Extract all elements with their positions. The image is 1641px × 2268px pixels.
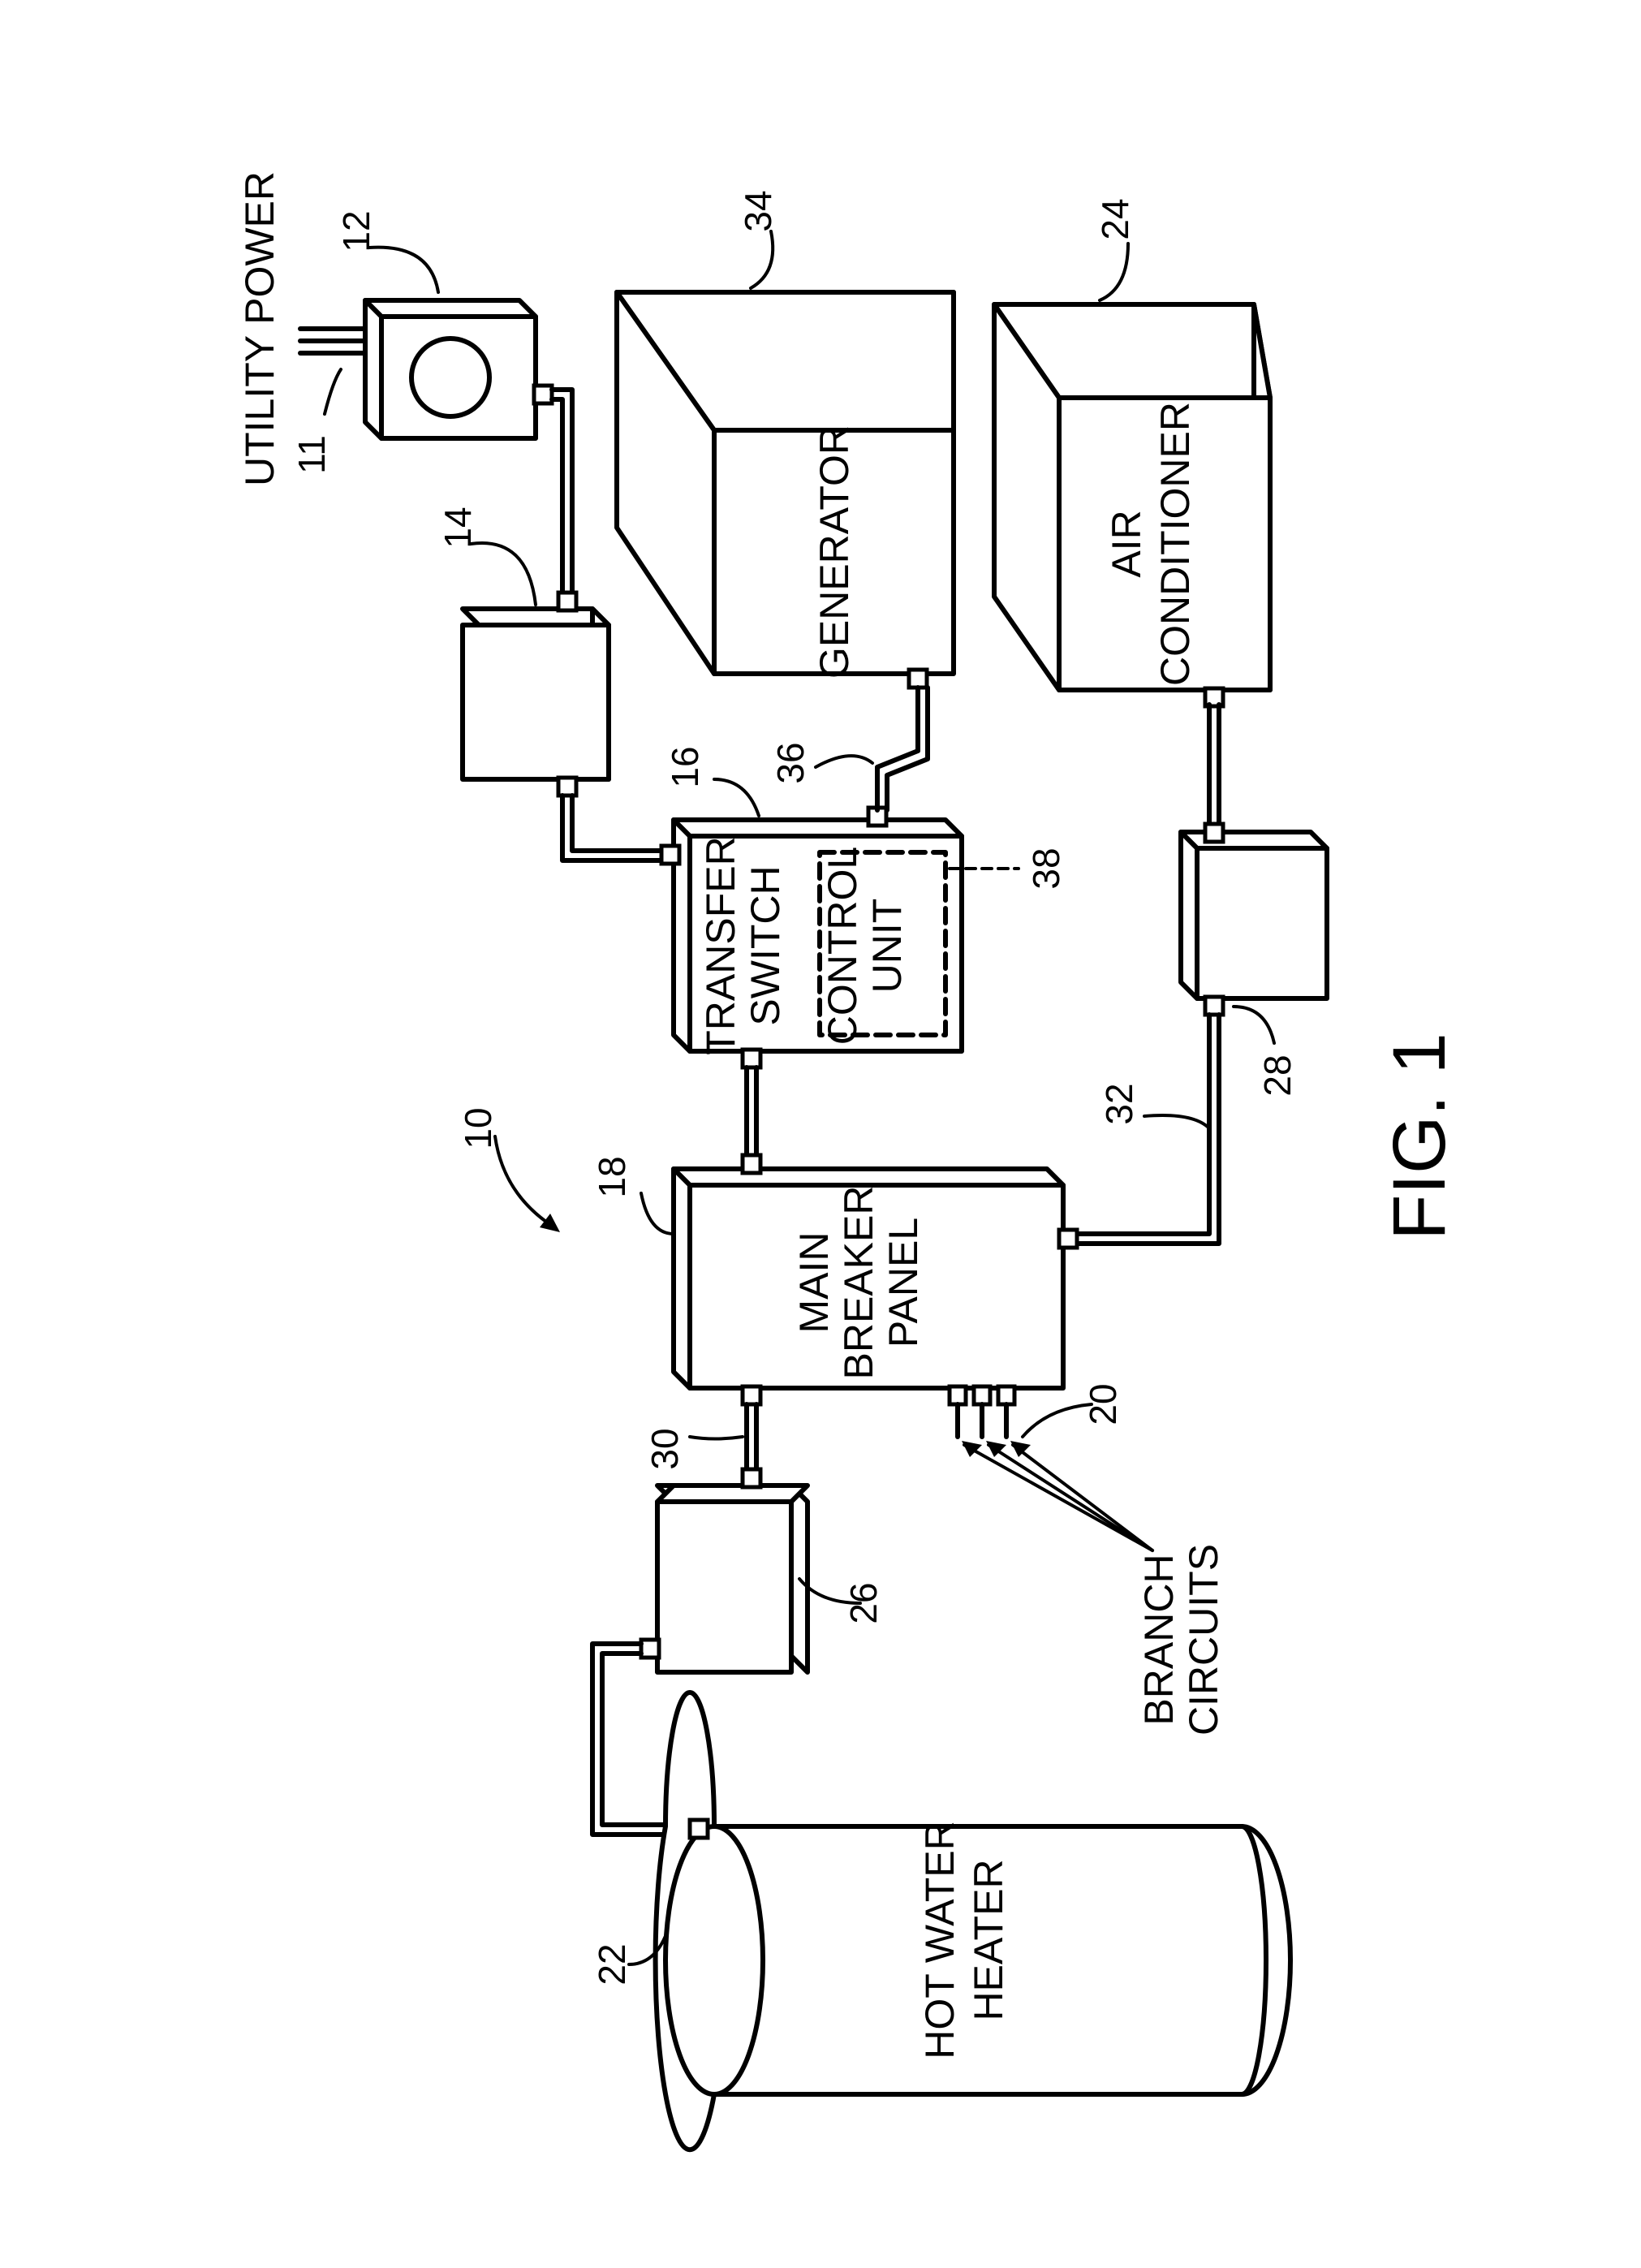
ref-11: 11 (291, 435, 333, 474)
ref-22: 22 (591, 1943, 633, 1985)
transfer-switch-label-1: TRANSFER (698, 836, 743, 1054)
ref-32: 32 (1098, 1083, 1140, 1124)
hot-water-heater-label-2: HEATER (966, 1859, 1011, 2020)
transfer-switch-label-2: SWITCH (743, 865, 788, 1025)
air-conditioner-label-2: CONDITIONER (1152, 402, 1198, 686)
device-26 (641, 1469, 808, 1672)
ref-24: 24 (1094, 198, 1136, 239)
branch-circuits-label-2: CIRCUITS (1181, 1544, 1226, 1735)
meter-dial (411, 338, 489, 416)
generator-label: GENERATOR (812, 425, 857, 679)
main-breaker-label-3: PANEL (881, 1218, 926, 1347)
ref-38: 38 (1025, 847, 1067, 889)
control-unit-label-2: UNIT (864, 899, 910, 994)
device-14 (463, 593, 609, 796)
ref-36: 36 (769, 742, 812, 783)
device-28 (1181, 824, 1327, 1015)
hot-water-heater-label-1: HOT WATER (917, 1821, 963, 2059)
air-conditioner-label-1: AIR (1104, 510, 1149, 577)
air-conditioner-24 (994, 304, 1270, 706)
figure-label: FIG. 1 (1378, 1033, 1461, 1240)
ref-34: 34 (737, 190, 779, 231)
main-breaker-label-2: BREAKER (836, 1186, 881, 1380)
ref-16: 16 (664, 746, 706, 787)
meter-12 (365, 300, 552, 438)
control-unit-label-1: CONTROL (820, 847, 865, 1045)
ref-10: 10 (457, 1107, 499, 1149)
ref-18: 18 (591, 1156, 633, 1197)
main-breaker-label-1: MAIN (791, 1232, 837, 1334)
branch-circuits-label-1: BRANCH (1136, 1554, 1182, 1725)
ref-28: 28 (1256, 1054, 1299, 1096)
ref-30: 30 (644, 1428, 686, 1469)
utility-power-label: UTILITY POWER (237, 171, 282, 486)
